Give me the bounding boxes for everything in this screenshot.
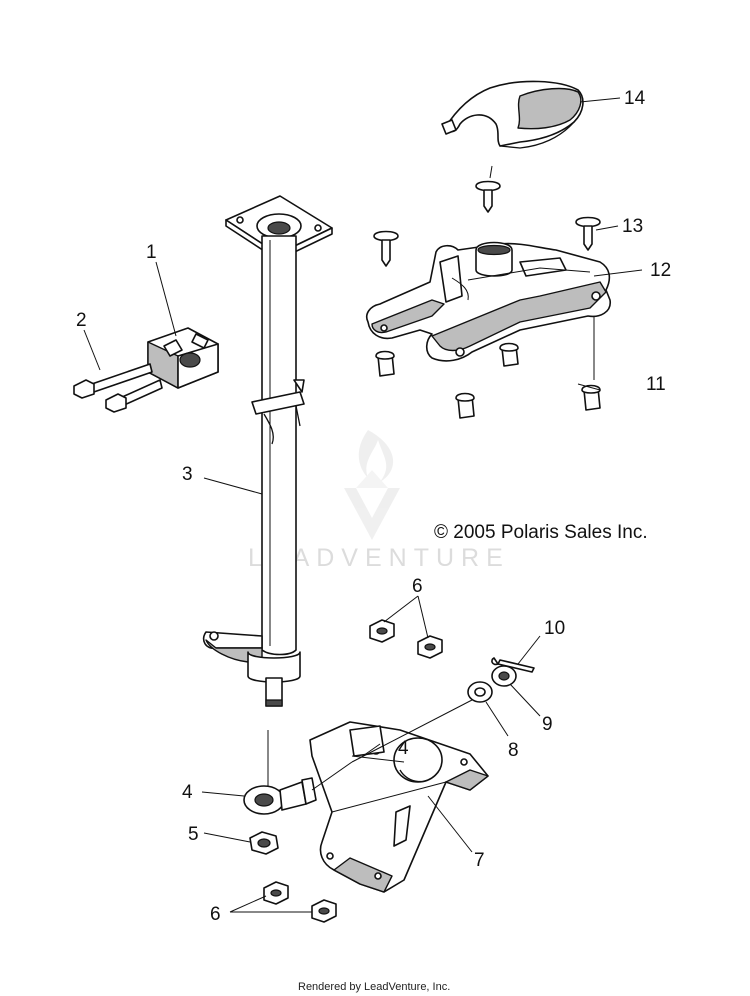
callout-1: 1 xyxy=(146,242,157,263)
part-2-bolt-b xyxy=(105,379,163,413)
part-6-nut-upper-a xyxy=(369,619,395,643)
part-10-cotter-pin xyxy=(491,657,535,673)
callout-6-upper: 6 xyxy=(412,576,423,597)
part-11-nut-b xyxy=(499,342,519,367)
part-4-rod-end xyxy=(243,777,317,815)
callout-10: 10 xyxy=(544,618,565,639)
part-11-nut-c xyxy=(455,392,475,419)
part-3-steering-post xyxy=(202,195,333,707)
copyright-notice: © 2005 Polaris Sales Inc. xyxy=(434,522,648,543)
part-6-nut-lower-a xyxy=(263,881,289,905)
part-12-bracket xyxy=(365,241,611,362)
callout-11: 11 xyxy=(646,374,666,395)
callout-2: 2 xyxy=(76,310,87,331)
footer-credit: Rendered by LeadVenture, Inc. xyxy=(298,981,450,993)
part-13-screw-a xyxy=(475,180,501,213)
part-6-nut-lower-b xyxy=(311,899,337,923)
part-11-nut-d xyxy=(581,384,601,411)
part-13-screw-b xyxy=(373,230,399,267)
callout-4-upper: 4 xyxy=(398,738,409,759)
part-5-nut xyxy=(249,831,279,855)
callout-9: 9 xyxy=(542,714,553,735)
part-2-bolt-a xyxy=(73,363,153,399)
leadventure-watermark-logo xyxy=(344,430,400,540)
callout-13: 13 xyxy=(622,216,643,237)
part-7-lower-bracket xyxy=(309,721,489,893)
part-9-nut xyxy=(491,665,517,687)
callout-12: 12 xyxy=(650,260,671,281)
callout-4-lower: 4 xyxy=(182,782,193,803)
part-14-cover xyxy=(441,80,584,149)
callout-5: 5 xyxy=(188,824,199,845)
part-1-clamp xyxy=(147,327,219,389)
callout-7: 7 xyxy=(474,850,485,871)
callout-6-lower: 6 xyxy=(210,904,221,925)
callout-3: 3 xyxy=(182,464,193,485)
part-6-nut-upper-b xyxy=(417,635,443,659)
part-11-nut-a xyxy=(375,350,395,377)
part-13-screw-c xyxy=(575,216,601,251)
callout-14: 14 xyxy=(624,88,646,109)
leader-lines xyxy=(83,97,643,913)
callouts: 1 2 3 4 4 5 6 6 7 8 9 10 11 12 13 14 xyxy=(76,88,671,925)
callout-8: 8 xyxy=(508,740,519,761)
part-8-washer xyxy=(467,681,493,703)
